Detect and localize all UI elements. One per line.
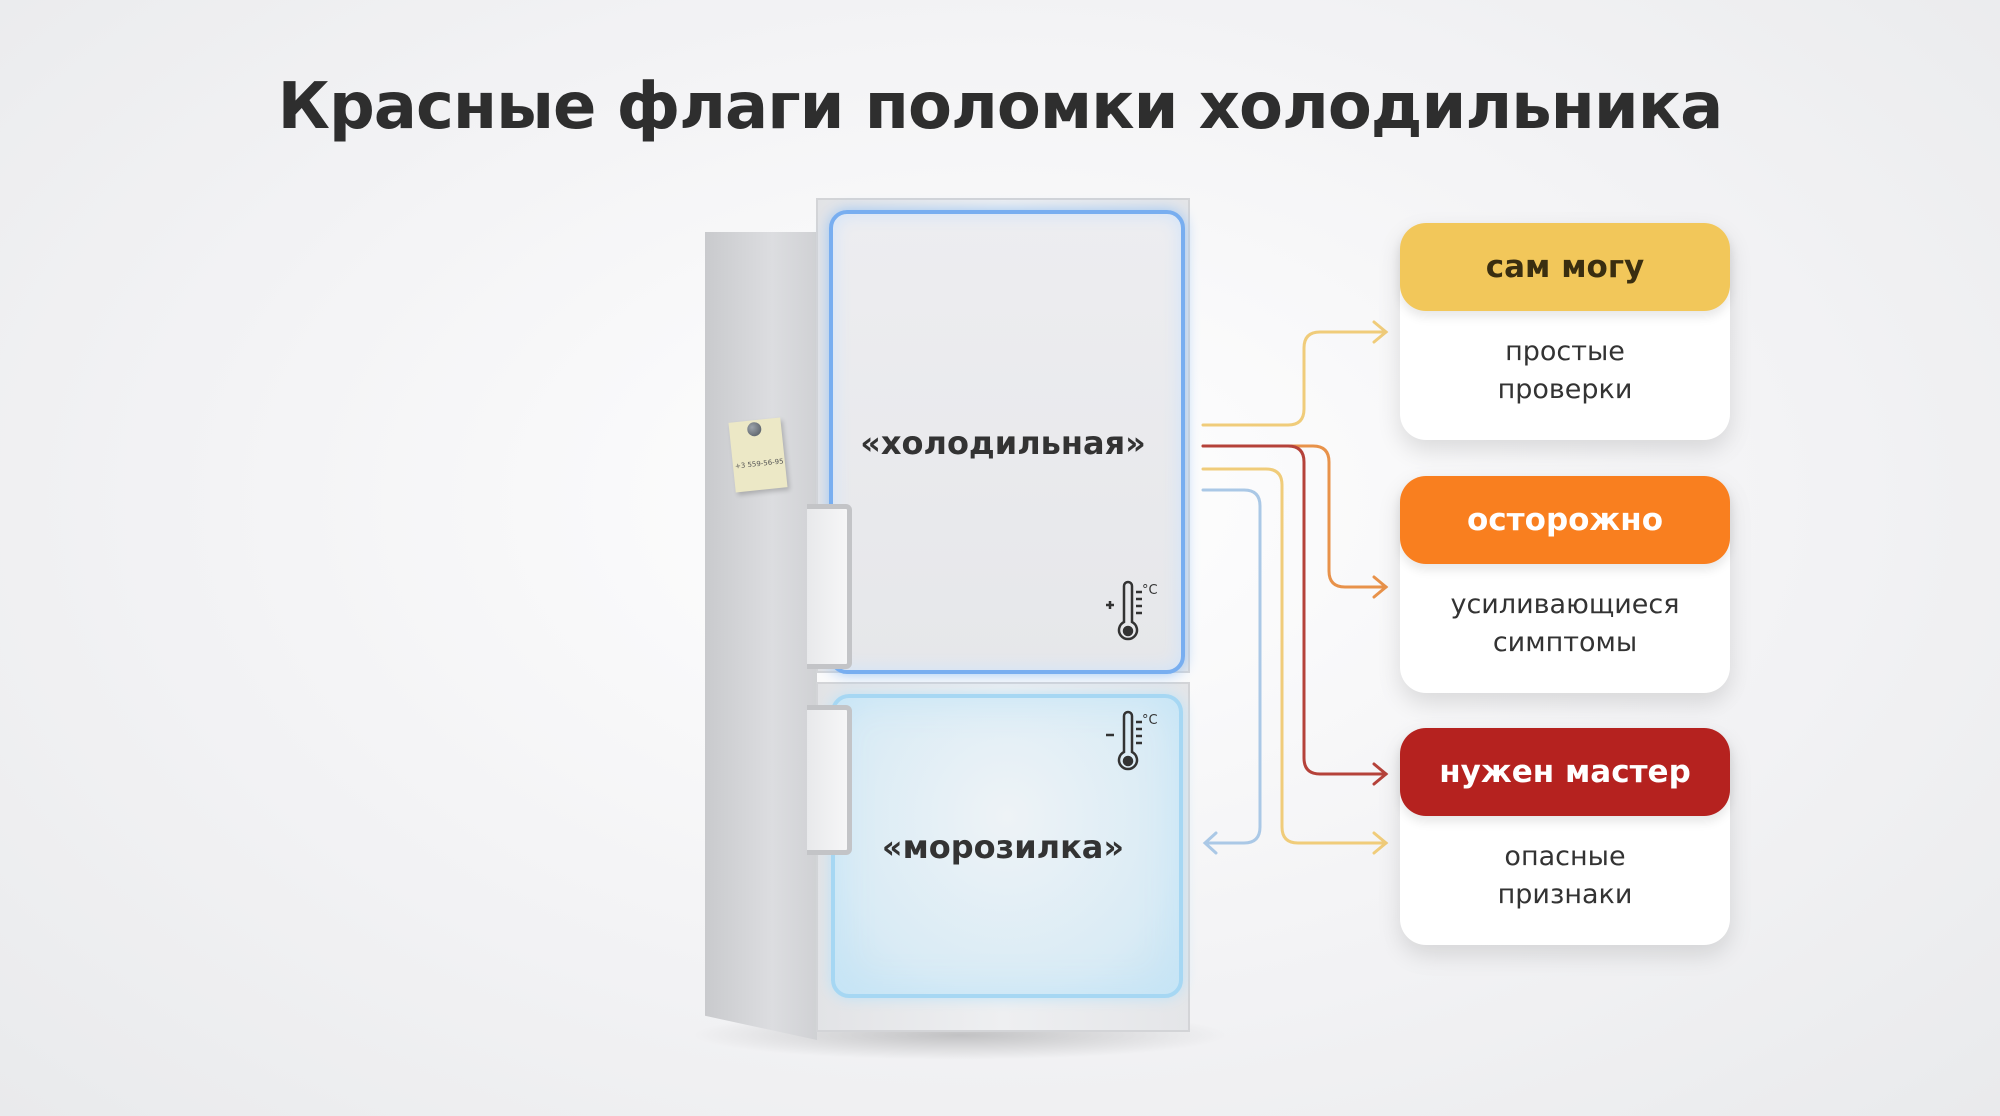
connector-yellow-bottom xyxy=(1201,467,1388,845)
connector-orange xyxy=(1201,444,1388,589)
card-body-line: простые xyxy=(1505,336,1625,367)
freezer-zone-label: «морозилка» xyxy=(881,828,1125,866)
card-header: осторожно xyxy=(1400,476,1730,564)
card-body-line: признаки xyxy=(1497,879,1633,910)
arrow-head xyxy=(1202,831,1218,855)
thermometer-minus-icon: °C xyxy=(1106,710,1158,771)
card-body-line: усиливающиеся xyxy=(1450,589,1680,620)
connector-red xyxy=(1201,444,1388,776)
fridge-compartment-highlight xyxy=(829,210,1185,674)
page-title: Красные флаги поломки холодильника xyxy=(277,70,1724,144)
arrow-head xyxy=(1372,831,1389,855)
card-body-line: опасные xyxy=(1504,841,1626,872)
card-need-technician: нужен мастер опасные признаки xyxy=(1400,728,1730,945)
card-diy: сам могу простые проверки xyxy=(1400,223,1730,440)
arrow-head xyxy=(1372,575,1389,599)
thermometer-plus-icon: °C xyxy=(1106,580,1158,641)
connector-yellow-top xyxy=(1201,330,1388,427)
card-header: сам могу xyxy=(1400,223,1730,311)
card-caution: осторожно усиливающиеся симптомы xyxy=(1400,476,1730,693)
top-door-handle xyxy=(807,504,852,669)
card-body: усиливающиеся симптомы xyxy=(1400,564,1730,662)
card-header: нужен мастер xyxy=(1400,728,1730,816)
card-body-line: проверки xyxy=(1497,374,1633,405)
svg-text:°C: °C xyxy=(1142,713,1158,728)
arrow-head xyxy=(1372,762,1389,786)
card-body: опасные признаки xyxy=(1400,816,1730,914)
connector-blue xyxy=(1201,488,1262,845)
bottom-door-handle xyxy=(807,705,852,855)
svg-text:°C: °C xyxy=(1142,583,1158,598)
fridge-zone-label: «холодильная» xyxy=(860,424,1146,462)
arrow-head xyxy=(1372,320,1389,344)
card-body-line: симптомы xyxy=(1492,627,1638,658)
fridge-side-panel xyxy=(705,232,817,1040)
card-body: простые проверки xyxy=(1400,311,1730,409)
